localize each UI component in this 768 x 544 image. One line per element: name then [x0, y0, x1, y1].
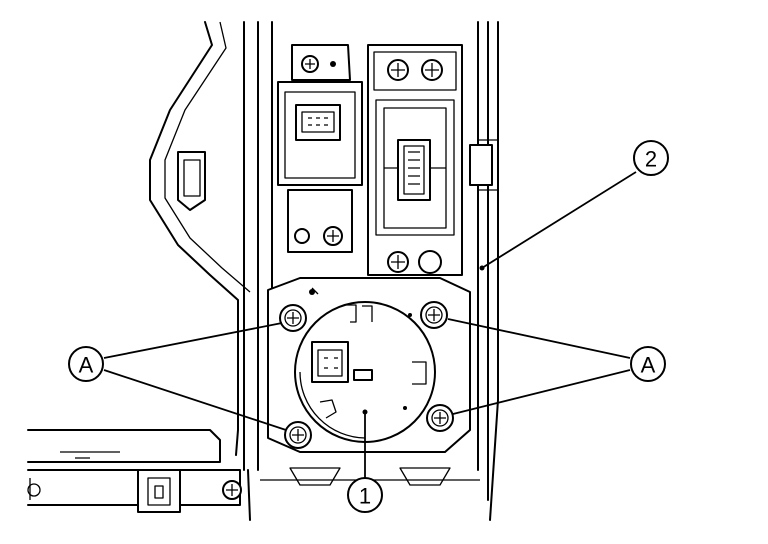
callout-a-left: A	[68, 346, 104, 382]
upper-right-connector-housing	[367, 44, 463, 276]
callout-a-right-label: A	[641, 353, 656, 378]
upper-connector-bracket	[277, 44, 363, 253]
fastener-screws	[279, 301, 454, 449]
callout-2: 2	[633, 140, 669, 176]
callout-a-left-label: A	[79, 353, 94, 378]
center-frame	[243, 21, 499, 521]
callout-1-label: 1	[359, 484, 371, 509]
leader-lines	[103, 171, 637, 478]
callout-2-label: 2	[645, 147, 657, 172]
left-bracket	[27, 21, 251, 513]
callout-1: 1	[347, 477, 383, 513]
callout-a-right: A	[630, 346, 666, 382]
